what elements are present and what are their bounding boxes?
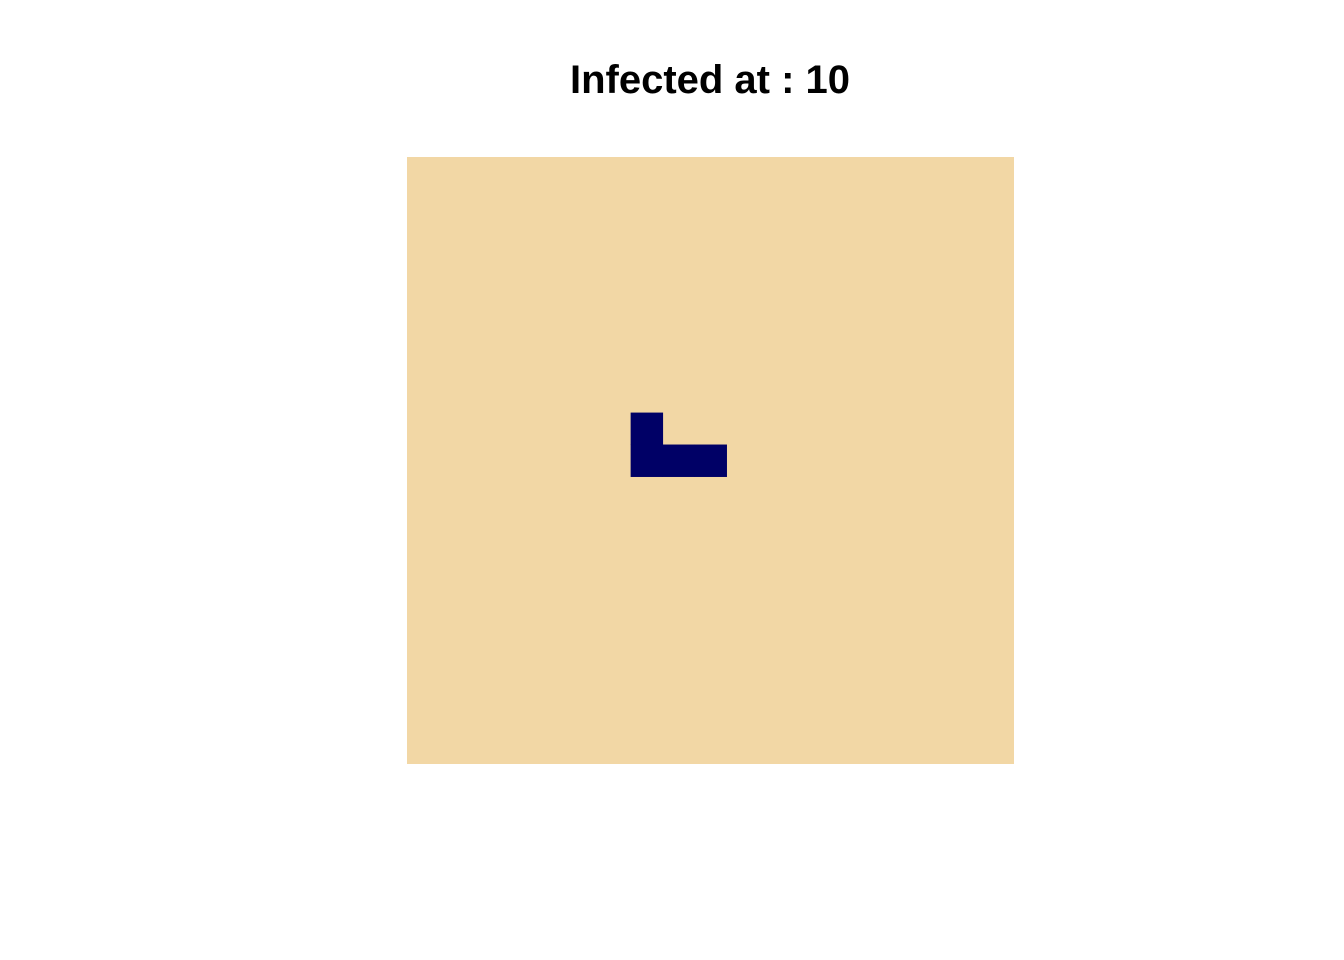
infected-cell (630, 444, 664, 477)
infected-cell (630, 412, 664, 446)
infected-cell (694, 444, 727, 477)
infected-cell (662, 444, 696, 477)
chart-title: Infected at : 10 (569, 58, 851, 102)
infected-cells (630, 412, 727, 477)
